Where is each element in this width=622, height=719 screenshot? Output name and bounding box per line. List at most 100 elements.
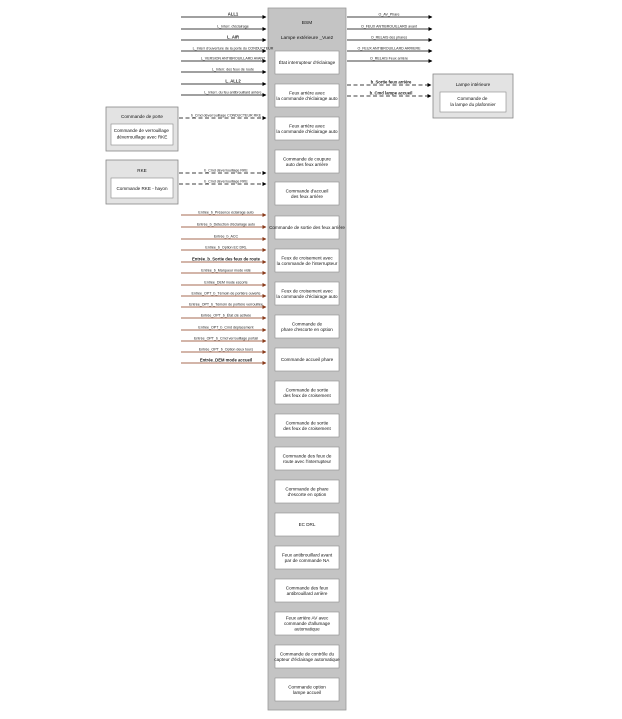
function-block-label-line: lampe accueil (293, 690, 321, 695)
input-signal-label: L_ALL2 (225, 79, 241, 84)
function-block-label-line: commande d'allumage (284, 621, 331, 626)
function-block-label-line: capteur d'éclairage automatique (274, 657, 340, 662)
dashed-input-signal-label: b_Cmd déverrouillage CONDUCTEUR RKE (191, 114, 262, 118)
brown-input-signal-label: Entrée_b_Option EC DRL (205, 246, 246, 250)
function-block-label-line: Commande de phare (285, 486, 329, 491)
rke-box: RKE Commande RKE - hayon (105, 159, 179, 205)
lampe-interieure-inner-line-1: Commande de (457, 96, 488, 101)
function-block-label-line: Commande option (288, 684, 326, 689)
function-block-frame (274, 347, 340, 372)
function-block-label-line: d'escorte en option (288, 492, 327, 497)
function-block-label: EC DRL (299, 522, 316, 527)
brown-input-signal-label: Entrée_b_Détection d'éclairage auto (197, 223, 255, 227)
rke-title: RKE (137, 168, 146, 173)
brown-input-signal-label: Entrée_b_ACC (214, 235, 239, 239)
brown-input-signal-label: Entrée_OPT_b_Option deux tours (199, 348, 254, 352)
rke-inner (110, 177, 174, 199)
function-block-frame (274, 83, 340, 108)
output-signal-label: O_RELAIS Feux arrière (370, 57, 408, 61)
brown-input-signal-label: Entrée_OPT_b_Témoin de portière ouverte (191, 292, 260, 296)
commande-porte-inner-label: Commande de verrouillage déverrouillage … (114, 128, 170, 140)
function-block-frame (274, 611, 340, 636)
input-signal-label: L_Interr d'ouverture de la porte du COND… (193, 47, 274, 51)
function-block-frame (274, 116, 340, 141)
function-block-label-line: la commande d'éclairage auto (276, 294, 338, 299)
brown-input-signal: Entrée_DEM mode accueil (181, 358, 267, 365)
function-block-frame (274, 380, 340, 405)
bsm-main-block: BSM Lampe extérieure _Vue2 État interrup… (267, 7, 347, 711)
function-block-label-line: EC DRL (299, 522, 316, 527)
brown-input-signal-label: Entrée_DEM mode accueil (200, 358, 252, 363)
brown-input-signal-label: Entrée_OPT_b_Cmd déplacement (198, 326, 253, 330)
function-block-label-line: Commande accueil phare (281, 357, 334, 362)
left-dashed-signals: b_Cmd déverrouillage CONDUCTEUR RKEb_Cmd… (179, 114, 267, 186)
lampe-interieure-inner (439, 91, 507, 113)
bsm-title: BSM (302, 20, 312, 26)
function-block-label-line: Feux antibrouillard avant (282, 552, 333, 557)
function-block-label-line: Commande des feux de (283, 453, 332, 458)
function-block-label: État interrupteur d'éclairage (279, 59, 336, 65)
lampe-interieure-inner-label: Commande de la lampe du plafonnier (450, 96, 496, 107)
function-block-label-line: la commande d'éclairage auto (276, 96, 338, 101)
function-block-frame (274, 644, 340, 669)
dashed-output-signal-label: b_Cmd lampe accueil (370, 91, 413, 96)
lampe-interieure-inner-line-2: la lampe du plafonnier (450, 102, 496, 107)
function-block-label: Commande accueil phare (281, 357, 334, 362)
function-block-frame (274, 677, 340, 702)
brown-input-signal-label: Entrée_DEM mode escorte (204, 281, 247, 285)
output-signal-label: O_RELAIS des phares (371, 36, 408, 40)
function-block-label-line: auto des feux arrière (286, 162, 329, 167)
brown-input-signal-label: Entrée_b_Présence éclairage auto (198, 211, 253, 215)
input-signal: L_Interr. du feu antibrouillard arrière (181, 91, 267, 97)
function-block-label-line: des feux de croisement (283, 426, 331, 431)
function-block-frame (274, 512, 340, 537)
commande-porte-title: Commande de porte (121, 114, 163, 119)
input-signal: L_Interr d'ouverture de la porte du COND… (181, 47, 274, 53)
output-signal: O_RELAIS des phares (347, 36, 433, 42)
brown-input-signal: Entrée_OPT_b_Témoin de portière verrouil… (181, 303, 267, 309)
input-signal: L_VERSION ANTIBROUILLARD AVANT (181, 57, 267, 63)
brown-input-signal: Entrée_b_Détection d'éclairage auto (181, 223, 267, 229)
input-signal-label: L_Interr. du feu antibrouillard arrière (204, 91, 261, 95)
function-block-label-line: Commande de coupure (283, 156, 331, 161)
input-signal-label: L_VERSION ANTIBROUILLARD AVANT (201, 57, 266, 61)
function-block: Commande de sortie des feux arrière (269, 215, 345, 240)
function-block: EC DRL (274, 512, 340, 537)
brown-input-signal: Entrée_b_Sortie des feux de route (181, 257, 267, 264)
commande-porte-inner (110, 123, 174, 146)
function-block-label-line: Commande de sortie des feux arrière (269, 225, 345, 230)
brown-input-signal-label: Entrée_b_Marqueur mode vidé (201, 269, 251, 273)
input-signal: ALL1 (181, 12, 267, 19)
brown-input-signal-label: Entrée_b_Sortie des feux de route (192, 257, 261, 262)
brown-input-signal: Entrée_b_Marqueur mode vidé (181, 269, 267, 275)
input-signal-label: L_Interr. d'éclairage (217, 25, 248, 29)
commande-porte-inner-line-2: déverrouillage avec RKE (117, 135, 168, 140)
lampe-interieure-title: Lampe intérieure (456, 82, 491, 87)
function-block-label-line: Commande des feux (286, 585, 329, 590)
function-block-label-line: Commande de contrôle du (280, 651, 335, 656)
output-signal-label: O_FEUX ANTIBROUILLARD avant (361, 25, 417, 29)
function-block-label-line: antibrouillard arrière (287, 591, 328, 596)
dashed-output-signal: b_Cmd lampe accueil (347, 91, 432, 98)
function-block-label-line: des feux de croisement (283, 393, 331, 398)
